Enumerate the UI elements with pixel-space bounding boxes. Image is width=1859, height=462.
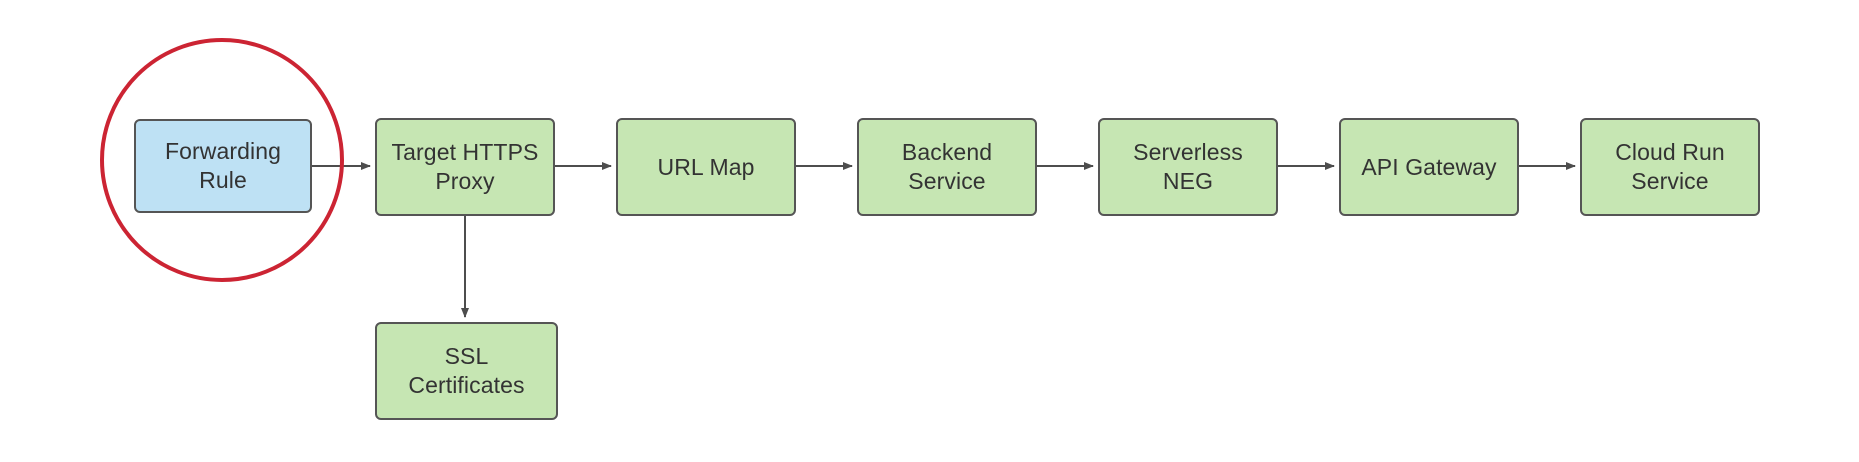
node-cloud-run-service[interactable]: Cloud Run Service <box>1580 118 1760 216</box>
node-label-serverless-neg: Serverless NEG <box>1133 139 1243 194</box>
node-label-url-map: URL Map <box>657 153 755 180</box>
node-label-cloud-run-service: Cloud Run Service <box>1615 139 1725 194</box>
node-forwarding-rule[interactable]: Forwarding Rule <box>134 119 312 213</box>
node-api-gateway[interactable]: API Gateway <box>1339 118 1519 216</box>
forwarding-rule-highlight-circle <box>100 38 344 282</box>
node-ssl-certificates[interactable]: SSL Certificates <box>375 322 558 420</box>
node-serverless-neg[interactable]: Serverless NEG <box>1098 118 1278 216</box>
node-url-map[interactable]: URL Map <box>616 118 796 216</box>
node-label-forwarding-rule: Forwarding Rule <box>164 138 282 193</box>
edges-group <box>312 162 1576 318</box>
node-target-https-proxy[interactable]: Target HTTPS Proxy <box>375 118 555 216</box>
node-label-ssl-certificates: SSL Certificates <box>408 343 525 398</box>
node-label-target-https-proxy: Target HTTPS Proxy <box>391 139 539 194</box>
node-label-api-gateway: API Gateway <box>1361 153 1497 180</box>
node-backend-service[interactable]: Backend Service <box>857 118 1037 216</box>
node-label-backend-service: Backend Service <box>901 139 993 194</box>
